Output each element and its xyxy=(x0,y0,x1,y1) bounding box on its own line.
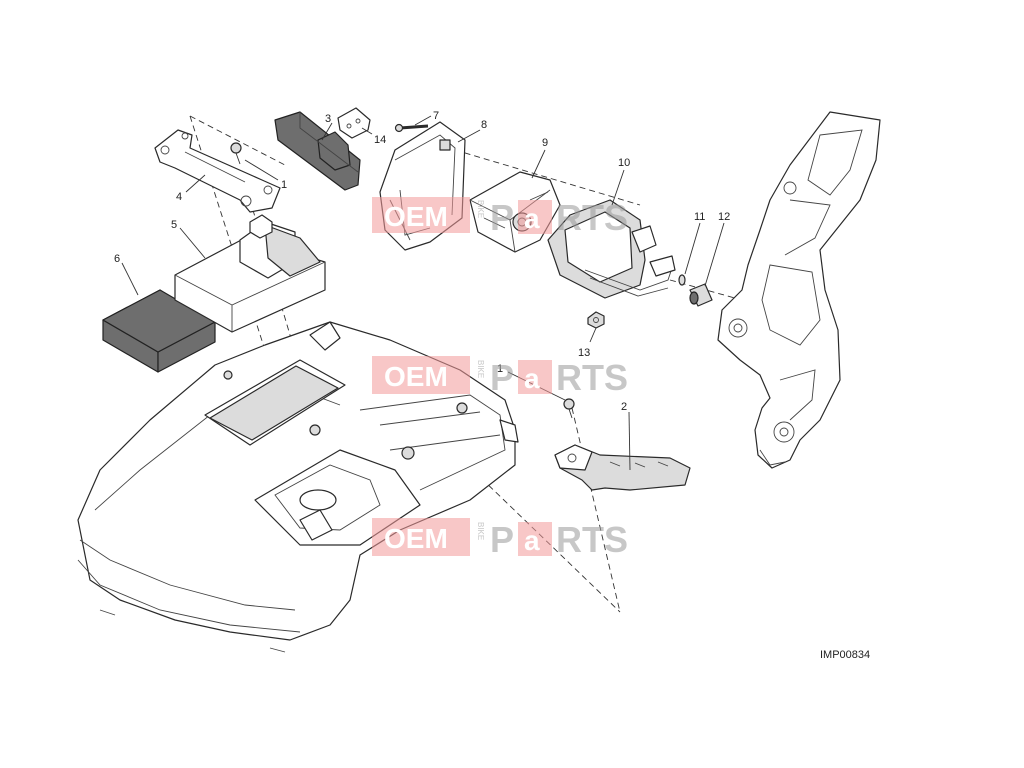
watermark-bottom: OEM BIKE P a RTS xyxy=(372,518,628,560)
callout-13: 13 xyxy=(578,347,590,359)
watermark-word-a: a xyxy=(524,363,540,394)
callout-1-lower: 1 xyxy=(497,363,503,375)
callout-1-upper: 1 xyxy=(281,179,287,191)
watermark-middle: OEM BIKE P a RTS xyxy=(372,356,628,398)
callout-9: 9 xyxy=(542,137,548,149)
part-7-screw xyxy=(394,123,429,133)
callout-2: 2 xyxy=(621,401,627,413)
watermark-top: OEM BIKE P a RTS xyxy=(372,197,628,238)
callout-12: 12 xyxy=(718,211,730,223)
callout-14: 14 xyxy=(374,134,386,146)
callout-11: 11 xyxy=(694,211,705,223)
watermark-word-bike: BIKE xyxy=(476,200,485,218)
callout-5: 5 xyxy=(171,219,177,231)
part-3-strap xyxy=(274,111,361,191)
watermark-word-a: a xyxy=(524,203,540,234)
callout-4: 4 xyxy=(176,191,182,203)
watermark-word-a: a xyxy=(524,525,540,556)
frame-member xyxy=(717,111,881,469)
watermark-word-rts: RTS xyxy=(556,357,628,398)
callout-3: 3 xyxy=(325,113,331,125)
part-2-lower-bracket xyxy=(554,444,691,491)
watermark-word-p: P xyxy=(490,197,514,238)
watermark-word-bike: BIKE xyxy=(476,360,485,378)
watermark-word-rts: RTS xyxy=(556,519,628,560)
part-6-pad xyxy=(102,289,216,373)
watermark-word-bike: BIKE xyxy=(476,522,485,540)
callout-10: 10 xyxy=(618,157,630,169)
part-housing-body xyxy=(77,321,519,653)
part-10-cover xyxy=(547,199,676,299)
watermark-word-p: P xyxy=(490,519,514,560)
part-1-screw-lower xyxy=(563,398,575,419)
callout-8: 8 xyxy=(481,119,487,131)
watermark-word-oem: OEM xyxy=(384,201,448,232)
watermark-word-p: P xyxy=(490,357,514,398)
callout-7: 7 xyxy=(433,110,439,122)
part-5-control-unit xyxy=(174,214,326,333)
part-1-screw-upper xyxy=(230,142,242,165)
callout-6: 6 xyxy=(114,253,120,265)
watermark-word-rts: RTS xyxy=(556,197,628,238)
part-13-nut xyxy=(587,311,605,329)
diagram-reference-code: IMP00834 xyxy=(820,649,870,661)
part-14-clip xyxy=(337,107,371,139)
part-11-washer xyxy=(678,274,686,286)
watermark-word-oem: OEM xyxy=(384,361,448,392)
part-4-bracket xyxy=(154,129,281,213)
watermark-word-oem: OEM xyxy=(384,523,448,554)
part-12-spacer xyxy=(689,283,713,307)
